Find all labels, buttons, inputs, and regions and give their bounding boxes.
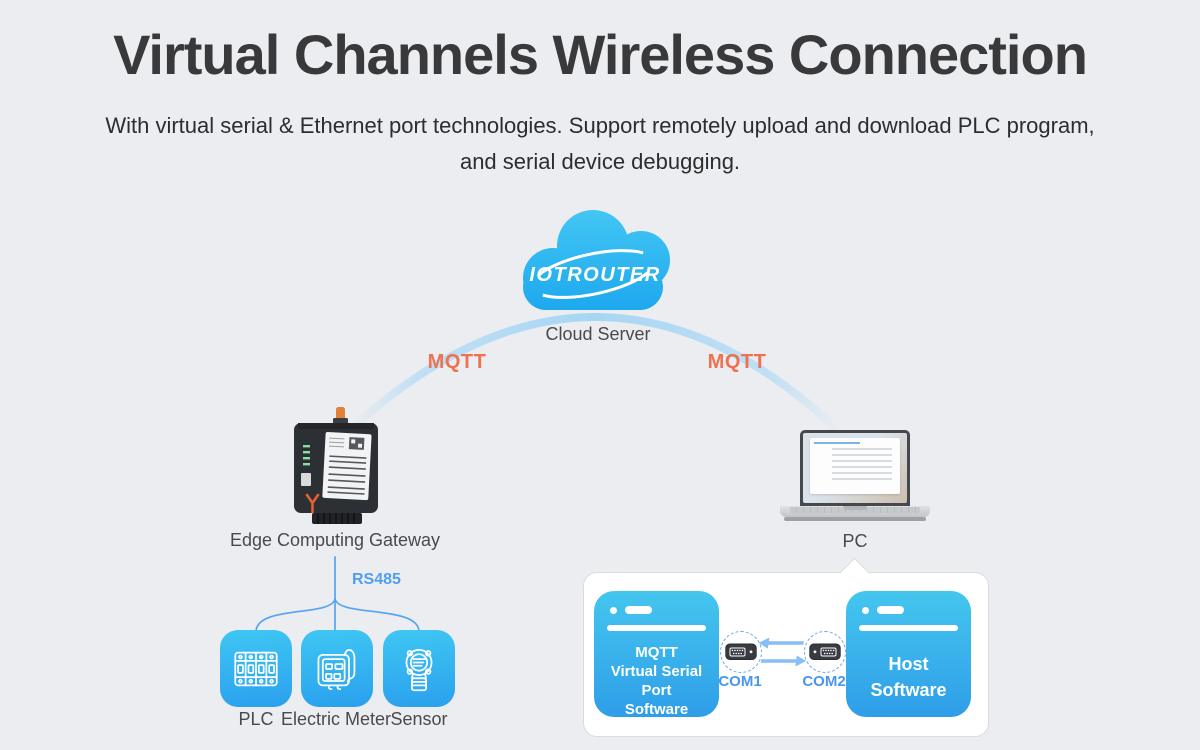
rs485-label: RS485 (352, 571, 401, 588)
software-panel: MQTT Virtual Serial Port Software Host S… (583, 572, 989, 737)
laptop-bottom-edge (784, 517, 926, 521)
laptop-keyboard (790, 507, 920, 513)
vsp-software-text: MQTT Virtual Serial Port Software (594, 643, 719, 719)
electric-meter-tile (301, 630, 373, 707)
mqtt-left-label: MQTT (427, 351, 487, 373)
laptop-wallpaper (803, 433, 907, 503)
exchange-arrows-icon (758, 637, 807, 667)
plc-label: PLC (238, 709, 274, 729)
window-dot-icon (862, 606, 869, 614)
brand-y-logo (305, 493, 320, 514)
window-pill-icon (625, 606, 652, 614)
sensor-label: Sensor (390, 709, 448, 729)
window-bar-icon (607, 625, 706, 631)
com1-port (720, 631, 762, 673)
host-line-2: Software (870, 680, 947, 700)
host-line-1: Host (888, 654, 929, 674)
serial-connector-icon (725, 643, 757, 660)
page-subtitle: With virtual serial & Ethernet port tech… (60, 108, 1140, 180)
com2-port (804, 631, 846, 673)
window-bar-icon (859, 625, 958, 631)
vsp-line-1: MQTT (635, 644, 678, 661)
gateway-port (301, 473, 311, 486)
gateway-label: Edge Computing Gateway (229, 530, 441, 550)
cloud-logo-text: IOTROUTER (529, 264, 660, 286)
plc-icon (234, 651, 278, 686)
edge-gateway-image (294, 407, 378, 524)
status-leds (303, 445, 310, 466)
laptop-trackpad (843, 506, 867, 510)
cloud-server-label: Cloud Server (545, 324, 651, 344)
laptop-app-window (810, 438, 900, 494)
plc-tile (220, 630, 292, 707)
vsp-line-2: Virtual Serial Port (610, 663, 703, 699)
antenna-base (333, 418, 348, 424)
sensor-icon (405, 648, 433, 691)
com1-label: COM1 (718, 673, 762, 690)
serial-connector-icon (809, 643, 841, 660)
laptop-screen (800, 430, 910, 506)
logo-swoosh (530, 249, 656, 299)
mqtt-arc (348, 313, 840, 432)
terminal-teeth (317, 513, 355, 524)
window-pill-icon (877, 606, 904, 614)
subtitle-line-1: With virtual serial & Ethernet port tech… (105, 113, 1095, 138)
electric-meter-icon (317, 648, 356, 690)
rs485-branch-lines (255, 556, 420, 632)
sensor-tile (383, 630, 455, 707)
host-software-text: Host Software (846, 651, 971, 703)
vsp-line-3: Software (624, 701, 689, 718)
window-dot-icon (610, 606, 617, 614)
mqtt-right-label: MQTT (707, 351, 767, 373)
com2-label: COM2 (802, 673, 846, 690)
subtitle-line-2: and serial device debugging. (459, 149, 741, 174)
page-title: Virtual Channels Wireless Connection (113, 23, 1088, 86)
electric-meter-label: Electric Meter (280, 709, 392, 729)
cloud-server-icon: IOTROUTER (523, 210, 674, 310)
host-software-box: Host Software (846, 591, 971, 717)
gateway-top-ridge (298, 423, 374, 429)
pc-image (780, 430, 930, 522)
device-label-sticker (322, 431, 372, 501)
pc-label: PC (842, 531, 868, 551)
vsp-software-box: MQTT Virtual Serial Port Software (594, 591, 719, 719)
window-icon (862, 606, 971, 614)
window-icon (610, 606, 719, 614)
